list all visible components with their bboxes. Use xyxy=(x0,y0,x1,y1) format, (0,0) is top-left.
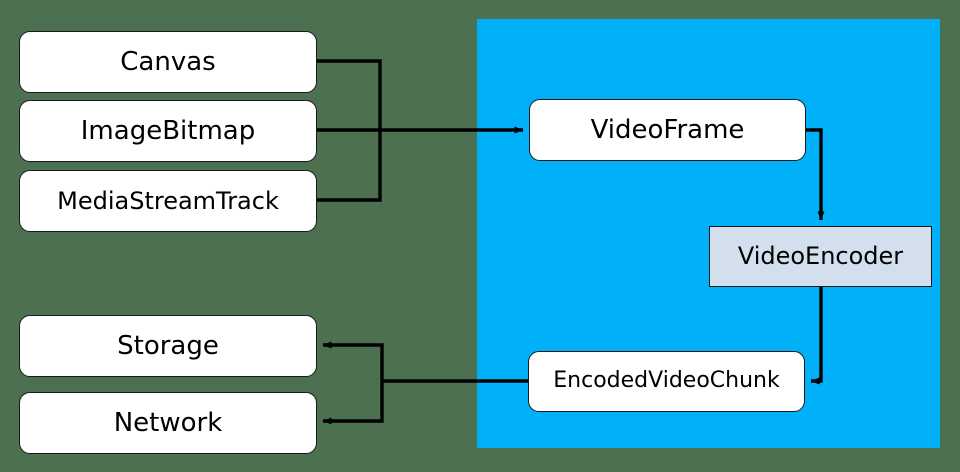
edge-encodedvideochunk-to-network xyxy=(322,381,384,425)
node-mediastreamtrack[interactable]: MediaStreamTrack xyxy=(19,170,317,232)
node-encodedvideochunk[interactable]: EncodedVideoChunk xyxy=(528,351,805,412)
node-canvas[interactable]: Canvas xyxy=(19,31,317,93)
edge-videoframe-to-videoencoder xyxy=(806,128,825,221)
node-videoencoder[interactable]: VideoEncoder xyxy=(709,226,932,287)
node-videoframe[interactable]: VideoFrame xyxy=(529,99,806,161)
edge-encodedvideochunk-to-storage xyxy=(322,341,384,381)
node-imagebitmap[interactable]: ImageBitmap xyxy=(19,100,317,162)
edge-mediastreamtrack-to-videoframe xyxy=(317,130,382,202)
edge-videoencoder-to-encodedvideochunk xyxy=(810,287,823,385)
edge-canvas-to-videoframe xyxy=(317,59,382,130)
node-network[interactable]: Network xyxy=(19,392,317,454)
node-storage[interactable]: Storage xyxy=(19,315,317,377)
